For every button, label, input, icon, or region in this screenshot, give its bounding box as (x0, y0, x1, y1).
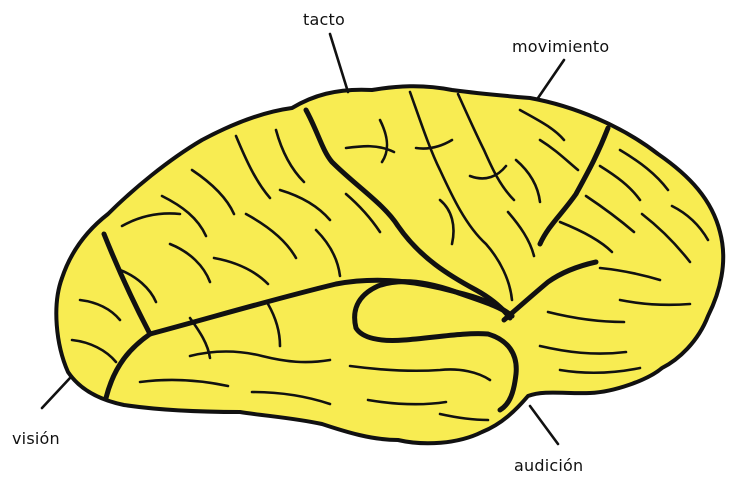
vision-label: visión (12, 429, 60, 448)
brain-outline (56, 86, 723, 443)
movement-label: movimiento (512, 37, 609, 56)
hearing-pointer (530, 406, 558, 444)
touch-pointer (330, 34, 348, 92)
touch-label: tacto (303, 10, 345, 29)
movement-pointer (538, 60, 564, 98)
vision-pointer (42, 378, 70, 408)
hearing-label: audición (514, 456, 583, 475)
